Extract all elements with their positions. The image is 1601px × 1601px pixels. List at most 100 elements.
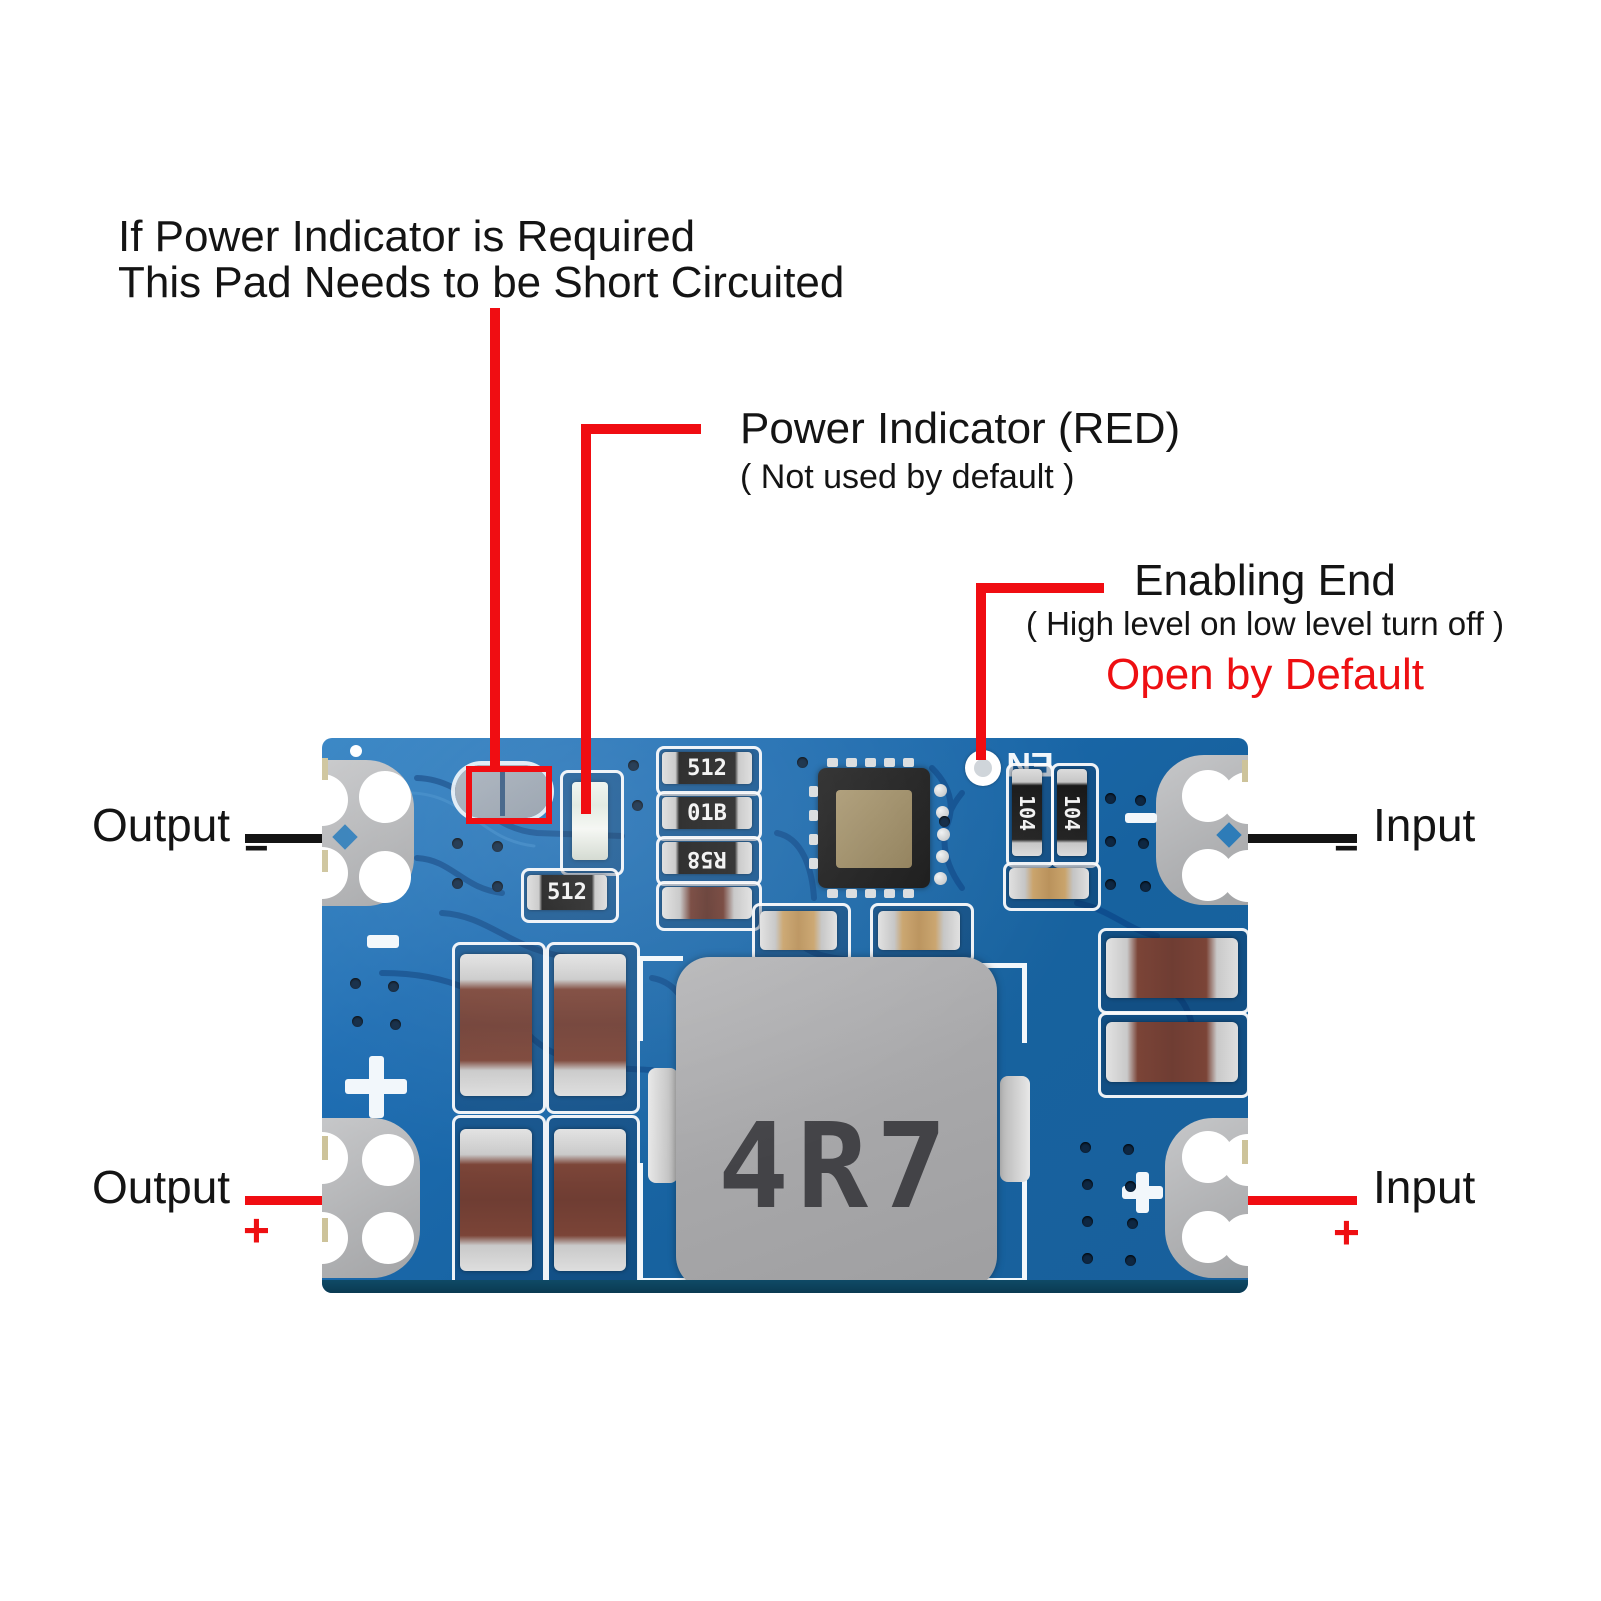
- inductor-silk: [638, 956, 643, 1041]
- ic-pin: [884, 758, 895, 767]
- via-dot: [492, 881, 503, 892]
- resistor-01B-label: 01B: [687, 800, 727, 826]
- silk-plus-input-v: [1136, 1172, 1149, 1213]
- via-dot: [390, 1019, 401, 1030]
- ic-solder-ball: [937, 828, 950, 841]
- short-pad-note-line1: If Power Indicator is Required: [118, 212, 696, 261]
- ic-pin: [865, 889, 876, 898]
- via-dot: [1080, 1142, 1091, 1153]
- via-dot: [352, 1016, 363, 1027]
- via-dot: [632, 800, 643, 811]
- enable-via-center: [974, 759, 992, 777]
- short-pad-pointer-line: [490, 308, 500, 770]
- ic-pin: [809, 834, 818, 845]
- small-capacitor: [878, 911, 960, 950]
- ic-pin: [903, 758, 914, 767]
- pad-hole: [362, 1134, 414, 1186]
- buck-ic-pad: [836, 790, 912, 868]
- input-pos-sign: +: [1333, 1206, 1360, 1258]
- ic-pin: [846, 758, 857, 767]
- ic-pin: [884, 889, 895, 898]
- ic-pin: [903, 889, 914, 898]
- short-circuit-pad-gap: [500, 767, 505, 816]
- ic-solder-ball: [934, 872, 947, 885]
- resistor-104-1: 104: [1012, 769, 1042, 856]
- input-pos-leader-line: [1205, 1196, 1357, 1205]
- enabling-end-pointer-v: [976, 583, 986, 760]
- output-capacitor: [554, 1129, 626, 1271]
- small-capacitor: [760, 911, 837, 950]
- enabling-end-pointer-h: [976, 583, 1104, 593]
- power-indicator-pointer-h: [581, 424, 701, 434]
- output-pos-sign: +: [243, 1204, 270, 1256]
- inductor-silk: [1022, 968, 1027, 1043]
- input-capacitor: [1106, 938, 1238, 998]
- via-dot: [939, 816, 950, 827]
- inductor-silk: [1022, 1173, 1027, 1281]
- via-dot: [452, 838, 463, 849]
- input-pos-label: Input: [1373, 1161, 1476, 1213]
- pad-hole: [362, 1212, 414, 1264]
- via-dot: [1140, 881, 1151, 892]
- pad-hole: [359, 851, 411, 903]
- ic-pin: [809, 858, 818, 869]
- ic-pin: [827, 758, 838, 767]
- output-pos-label: Output: [92, 1161, 231, 1213]
- output-neg-leader-line: [245, 834, 398, 843]
- ic-solder-ball: [934, 784, 947, 797]
- ic-pin: [846, 889, 857, 898]
- small-capacitor: [1009, 868, 1089, 899]
- inductor-silk: [638, 956, 683, 961]
- output-pos-leader-line: [245, 1196, 398, 1205]
- input-neg-sign: −: [1334, 824, 1359, 871]
- ic-pin: [865, 758, 876, 767]
- via-dot: [1123, 1144, 1134, 1155]
- inductor-solder: [1000, 1076, 1030, 1182]
- via-dot: [628, 760, 639, 771]
- enabling-end-note: Open by Default: [1106, 650, 1424, 699]
- output-neg-label: Output: [92, 799, 231, 851]
- tooling-hole: [350, 745, 362, 757]
- via-dot: [1105, 879, 1116, 890]
- edge-plating: [1242, 1140, 1248, 1164]
- via-dot: [1082, 1216, 1093, 1227]
- inductor-label: 4R7: [717, 1097, 956, 1235]
- enabling-end-title: Enabling End: [1134, 556, 1396, 605]
- resistor-512-2: 512: [527, 875, 607, 910]
- edge-plating: [322, 1136, 328, 1160]
- ic-pin: [809, 810, 818, 821]
- output-neg-sign: −: [244, 824, 269, 871]
- via-dot: [1082, 1179, 1093, 1190]
- resistor-R58: R58: [662, 842, 752, 874]
- inductor-silk: [638, 1163, 643, 1281]
- via-dot: [388, 981, 399, 992]
- ic-pin: [809, 786, 818, 797]
- pcb-board: 512 01B R58 512: [322, 738, 1248, 1293]
- via-dot: [492, 841, 503, 852]
- edge-plating: [322, 1218, 328, 1242]
- via-dot: [1135, 795, 1146, 806]
- input-capacitor: [1106, 1022, 1238, 1082]
- edge-plating: [1242, 760, 1248, 782]
- via-dot: [1127, 1218, 1138, 1229]
- silk-minus-output: [367, 935, 399, 948]
- silk-plus-output-v: [369, 1056, 384, 1118]
- enabling-end-subtitle: ( High level on low level turn off ): [1025, 605, 1505, 642]
- via-dot: [350, 978, 361, 989]
- via-dot: [1138, 838, 1149, 849]
- resistor-01B: 01B: [662, 797, 752, 829]
- output-capacitor: [554, 954, 626, 1096]
- edge-plating: [322, 850, 328, 872]
- edge-plating: [322, 758, 328, 780]
- resistor-104-1-label: 104: [1015, 794, 1039, 831]
- small-capacitor: [662, 887, 752, 919]
- via-dot: [1105, 793, 1116, 804]
- via-dot: [797, 757, 808, 768]
- inductor: 4R7: [676, 957, 997, 1290]
- via-dot: [1105, 836, 1116, 847]
- resistor-104-2: 104: [1057, 769, 1087, 856]
- via-dot: [1082, 1253, 1093, 1264]
- resistor-512-label: 512: [687, 755, 727, 781]
- ic-pin: [827, 889, 838, 898]
